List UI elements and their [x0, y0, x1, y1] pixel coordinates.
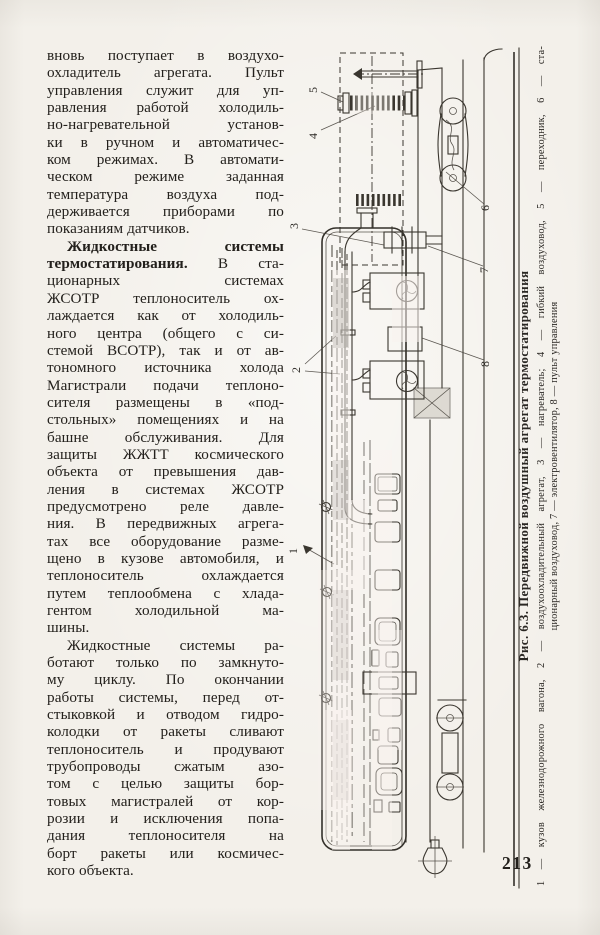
text-line: равления работой холодиль-: [47, 99, 284, 117]
text-line: ЖСОТР теплоноситель ох-: [47, 289, 284, 307]
text-line: Жидкостные системы: [67, 237, 284, 255]
text-line: стыковкой и отводом гидро-: [47, 706, 284, 724]
text-line: вновь поступает в воздухо-: [47, 47, 284, 64]
duct-entry: [356, 194, 402, 229]
text-line: температура воздуха под-: [47, 185, 284, 203]
car-windows: [362, 473, 417, 813]
text-line: сителя размещены в «под-: [47, 393, 284, 411]
stationary-duct: [405, 67, 451, 843]
wheel-bogie-bottom: [436, 699, 467, 801]
text-line: колодки от ракеты сливают: [47, 723, 284, 741]
text-line: охладитель агрегата. Пульт: [47, 64, 284, 82]
text-line: борт ракеты или космичес-: [47, 844, 284, 862]
figure-label-1: 1: [288, 548, 300, 554]
figure-caption-legend-line2: ционарный воздуховод, 7 — электровентиля…: [548, 301, 560, 631]
side-valve-glyphs: [318, 499, 335, 706]
text-line: ного центра (общего с си-: [47, 324, 284, 342]
heater-manifold: [383, 226, 443, 254]
text-line: розии и исключения попа-: [47, 810, 284, 828]
figure-labels: 5 4 3 2 1 6 7 8: [288, 87, 492, 554]
text-line: щено в кузове автомобиля, и: [47, 549, 284, 567]
text-line: шины.: [47, 619, 90, 637]
text-line: защиты ЖЖТТ космического: [47, 445, 284, 463]
text-line: предусмотрено реле давле-: [47, 497, 284, 515]
figure-label-2: 2: [289, 367, 303, 373]
text-line: товых магистралей от кор-: [47, 792, 284, 810]
text-line: управления служит для уп-: [47, 81, 284, 99]
text-line: путем теплообмена с хлада-: [47, 584, 284, 602]
rail-lines: [462, 47, 520, 889]
text-line: том с целью защиты бор-: [47, 775, 284, 793]
text-line: термостатирования. В ста-: [47, 255, 284, 273]
text-line: лаждается как от холодиль-: [47, 307, 284, 325]
figure-caption-legend-line1: 1 — кузов железнодорожного вагона, 2 — в…: [536, 46, 547, 886]
text-line: башне обслуживания. Для: [47, 428, 284, 446]
text-line: стольных» помещениях и на: [47, 411, 284, 429]
text-line: ния. В передвижных агрега-: [47, 515, 284, 533]
text-line: тах все оборудование разме-: [47, 532, 284, 550]
text-line: кого объекта.: [47, 862, 134, 880]
figure-label-7: 7: [477, 267, 491, 273]
scan-fade-streaks: [318, 90, 420, 850]
figure-caption-title: Рис. 6.3. Передвижной воздушный агрегат …: [516, 270, 531, 662]
coupler: [418, 836, 452, 878]
text-line: ком режимах. В автомати-: [47, 151, 284, 169]
text-line: но-нагревательной установ-: [47, 116, 284, 134]
text-line: показаниям датчиков.: [47, 220, 190, 238]
figure-caption: Рис. 6.3. Передвижной воздушный агрегат …: [516, 46, 561, 886]
paragraph: Жидкостные системы ра-ботают только по з…: [47, 637, 284, 880]
text-line: гентом холодильной ма-: [47, 602, 284, 619]
figure-label-6: 6: [478, 205, 492, 211]
figure-label-3: 3: [288, 223, 301, 229]
service-tower-outline: [339, 52, 404, 266]
figure-diagram: 5 4 3 2 1 6 7 8: [288, 47, 520, 889]
flexible-duct: [337, 89, 418, 117]
page-number: 213: [502, 853, 533, 873]
text-line: ционарных системах: [47, 272, 284, 290]
text-line: тономного источника холода: [47, 359, 284, 377]
paragraph: вновь поступает в воздухо-охладитель агр…: [47, 47, 284, 238]
text-line: держивается приборами по: [47, 203, 284, 221]
text-line: ческом режиме заданная: [47, 168, 284, 186]
railcar-body-outline: [321, 227, 407, 851]
wheel-bogie-top: [437, 97, 469, 192]
figure-label-4: 4: [306, 133, 320, 139]
text-line: Жидкостные системы ра-: [67, 636, 284, 654]
text-line: трубопроводы сжатым азо-: [47, 758, 284, 776]
text-line: Магистрали подачи теплоно-: [47, 376, 284, 394]
text-line: ления в системах ЖСОТР: [47, 480, 284, 498]
text-line: теплоноситель и продувают: [47, 740, 284, 758]
support-rod: [353, 60, 426, 89]
text-line: стемой ВСОТР), так и от ав-: [47, 341, 284, 359]
figure-label-5: 5: [306, 87, 320, 93]
text-line: теплоноситель охлаждается: [47, 567, 284, 585]
text-line: дания теплоносителя на: [47, 827, 284, 845]
text-line: ботают только по замкнуто-: [47, 654, 284, 672]
label-leader-lines: [301, 91, 485, 565]
text-line: работы системы, перед от-: [47, 688, 284, 706]
text-line: объекта от превышения дав-: [47, 463, 284, 481]
text-line: ки в ручном и автоматичес-: [47, 133, 284, 151]
air-cooler-unit-2: [362, 360, 425, 400]
fan-icon: [395, 369, 419, 393]
figure-label-8: 8: [478, 361, 492, 367]
body-text-column: вновь поступает в воздухо-охладитель агр…: [47, 47, 284, 880]
text-line: му циклу. По окончании: [47, 671, 284, 689]
